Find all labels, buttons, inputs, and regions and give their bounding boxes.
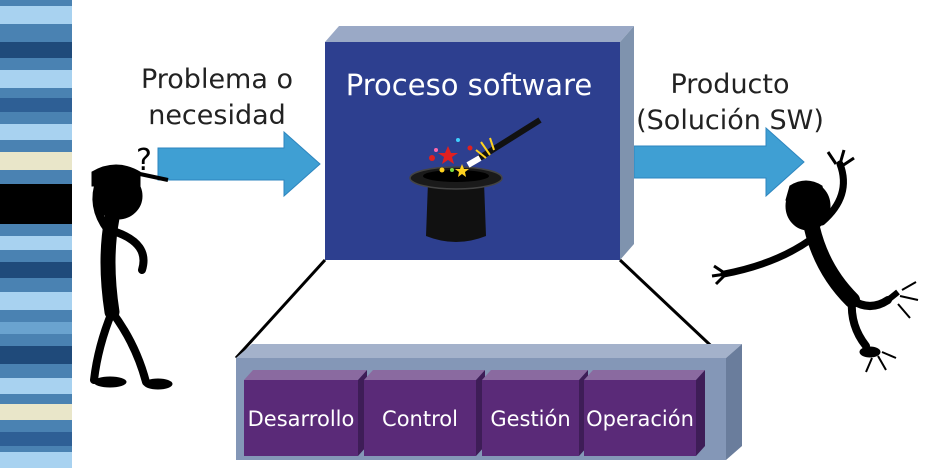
happy-person-icon <box>711 149 919 373</box>
subprocess-box-control <box>364 370 485 456</box>
zoom-line-left <box>234 258 327 360</box>
container-top <box>236 344 742 358</box>
process-title: Proceso software <box>345 68 593 102</box>
output-label: Producto (Solución SW) <box>630 67 830 139</box>
process-box-side <box>620 26 634 260</box>
subprocess-box-desarrollo <box>244 370 367 456</box>
subprocess-label-control: Control <box>382 407 458 431</box>
zoom-line-right <box>618 258 726 360</box>
output-arrow <box>633 126 805 198</box>
subprocess-label-desarrollo: Desarrollo <box>247 407 355 431</box>
container-side <box>726 344 742 460</box>
input-label-line1: Problema o <box>140 64 294 95</box>
input-label-line2: necesidad <box>148 100 286 131</box>
input-arrow <box>157 130 321 198</box>
output-label-line1: Producto <box>670 69 790 100</box>
process-box-top <box>325 26 634 42</box>
decorative-stripe <box>0 0 72 468</box>
subprocess-box-operacion <box>584 370 705 456</box>
input-label: Problema o necesidad <box>132 62 302 134</box>
subprocess-label-operacion: Operación <box>586 407 694 431</box>
output-label-line2: (Solución SW) <box>636 105 824 136</box>
question-mark: ? <box>136 143 152 178</box>
subprocess-label-gestion: Gestión <box>490 407 571 431</box>
confused-person-icon <box>90 164 173 390</box>
magic-hat-icon <box>409 117 542 242</box>
